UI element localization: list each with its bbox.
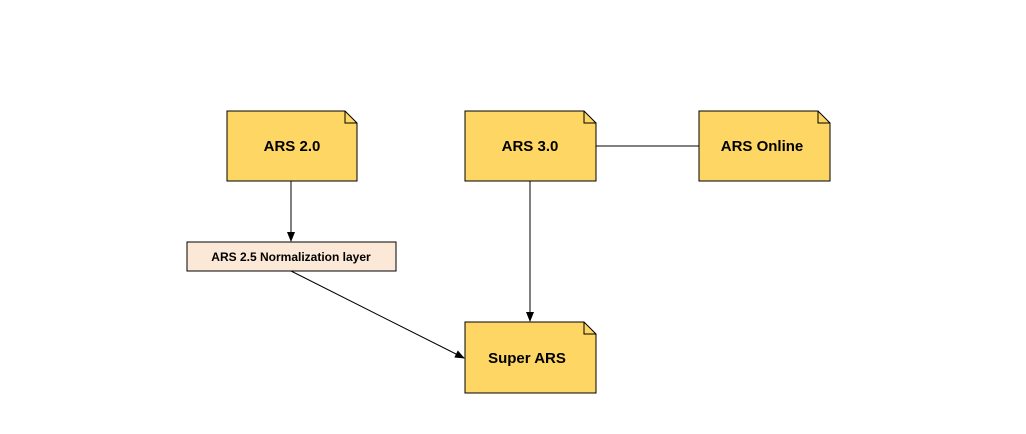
node-label: ARS 3.0	[502, 138, 559, 155]
note-shape	[226, 110, 358, 182]
node-label: ARS Online	[721, 138, 804, 155]
node-label: ARS 2.5 Normalization layer	[211, 250, 371, 264]
node-ars-online: ARS Online	[698, 110, 831, 182]
note-shape	[464, 110, 597, 182]
node-ars-3-0: ARS 3.0	[464, 110, 597, 182]
node-label: Super ARS	[488, 350, 566, 367]
node-ars-2-0: ARS 2.0	[226, 110, 358, 182]
note-shape	[464, 321, 597, 394]
edges	[287, 145, 699, 359]
note-shape	[698, 110, 831, 182]
node-ars-2-5-normalization-layer: ARS 2.5 Normalization layer	[186, 241, 397, 272]
layer-shape	[186, 241, 397, 272]
node-super-ars: Super ARS	[464, 321, 597, 394]
node-label: ARS 2.0	[264, 138, 321, 155]
edge-normalization-layer-to-super-ars	[290, 270, 465, 359]
